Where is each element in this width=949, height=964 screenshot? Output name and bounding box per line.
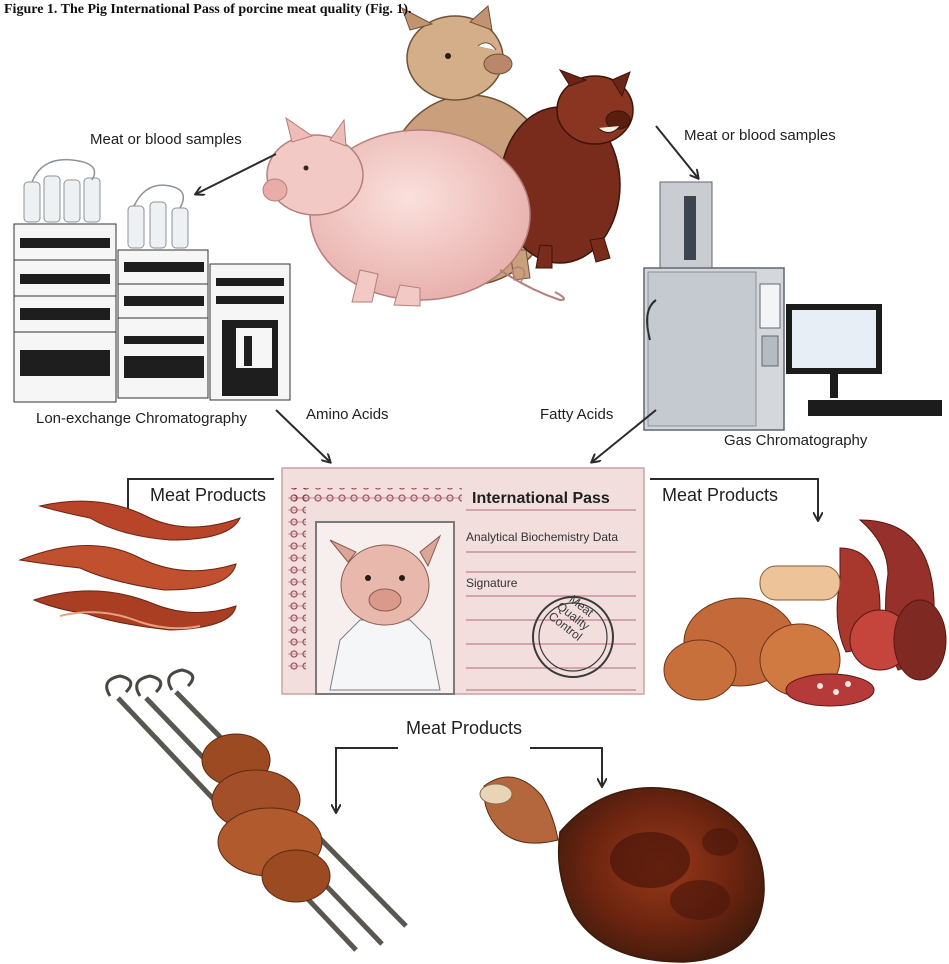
sausages xyxy=(664,520,946,706)
pass-field-signature: Signature xyxy=(466,576,517,590)
ion-exchange-chromatograph xyxy=(14,160,290,402)
hplc-stack-middle xyxy=(118,250,208,398)
pass-title: International Pass xyxy=(472,490,610,508)
fatty-acids-label: Fatty Acids xyxy=(540,406,613,423)
arrow-to-kebab xyxy=(336,748,398,812)
figure-caption: Figure 1. The Pig International Pass of … xyxy=(4,2,412,18)
sample-label-left: Meat or blood samples xyxy=(90,131,242,148)
gc-computer xyxy=(786,304,942,416)
kebab-skewers xyxy=(107,670,406,950)
bacon-strips xyxy=(20,501,240,630)
meat-products-label-right: Meat Products xyxy=(662,485,778,506)
hplc-detector xyxy=(210,264,290,400)
gas-chromatograph xyxy=(644,182,942,430)
meat-products-label-bottom: Meat Products xyxy=(406,718,522,739)
solvent-bottles-right xyxy=(128,185,188,248)
meat-products-label-left: Meat Products xyxy=(150,485,266,506)
ion-exchange-label: Lon-exchange Chromatography xyxy=(36,410,247,427)
pigs-illustration xyxy=(263,6,633,306)
hplc-stack-left xyxy=(14,224,116,402)
amino-acids-label: Amino Acids xyxy=(306,406,389,423)
pork-knuckle xyxy=(480,777,764,962)
gas-chromatography-label: Gas Chromatography xyxy=(724,432,867,449)
arrow-to-pork-knuckle xyxy=(530,748,602,786)
solvent-bottles-left xyxy=(24,160,100,222)
pass-field-biochemistry: Analytical Biochemistry Data xyxy=(466,530,618,544)
sample-label-right: Meat or blood samples xyxy=(684,127,836,144)
